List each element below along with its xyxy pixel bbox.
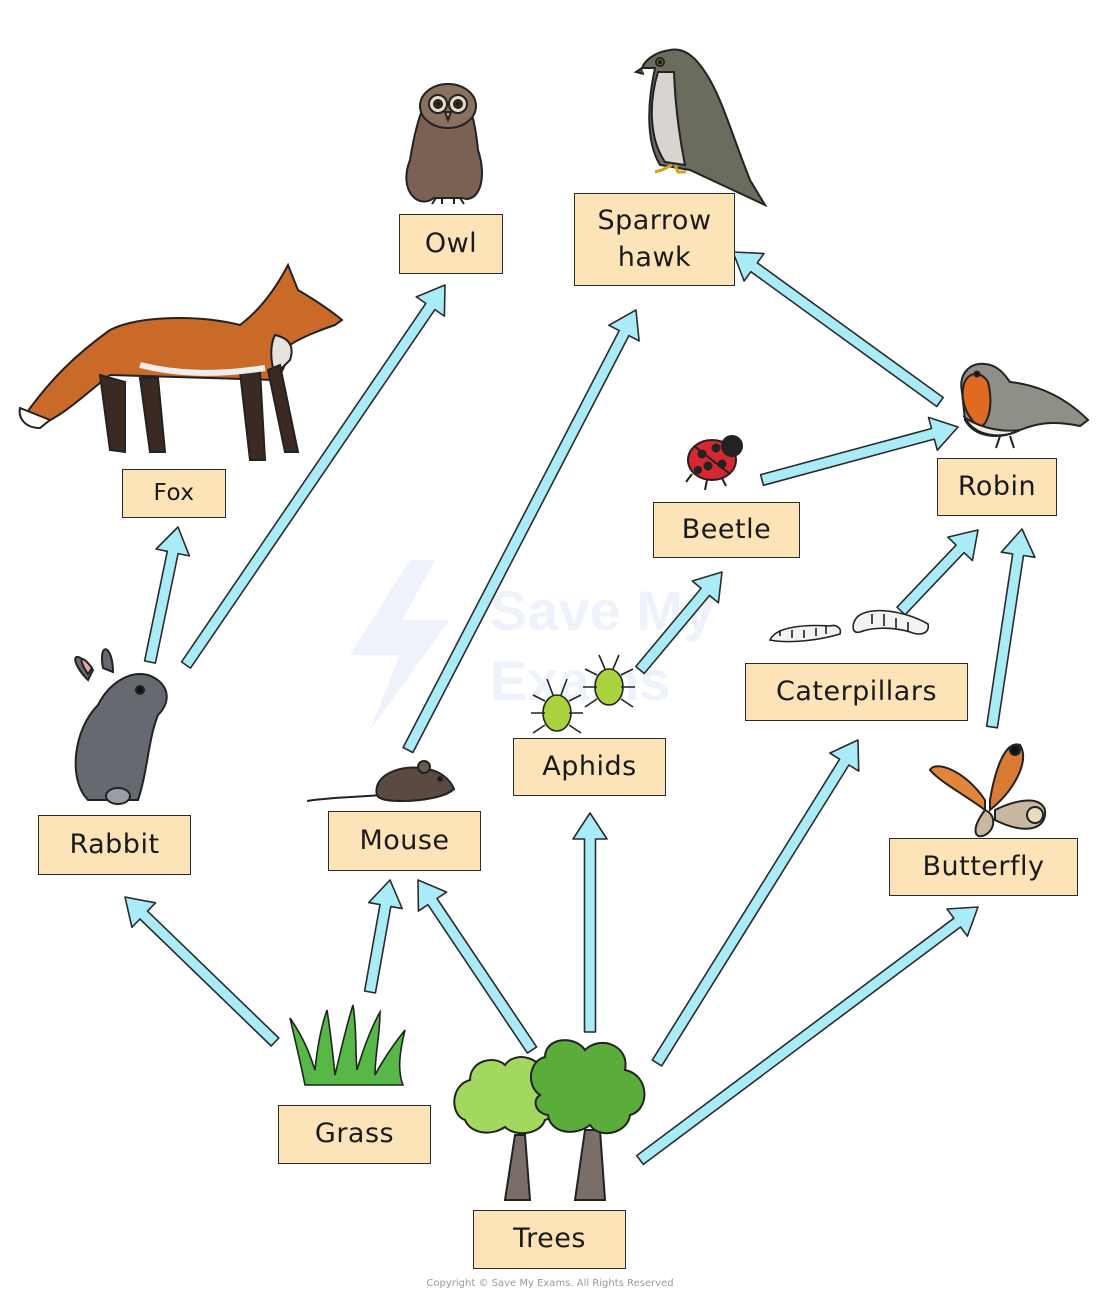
label-trees: Trees	[473, 1210, 626, 1269]
arrow-rabbit-to-owl	[180, 284, 446, 669]
fox-icon	[18, 262, 344, 461]
label-butterfly: Butterfly	[889, 838, 1078, 896]
aphids-icon	[531, 654, 635, 734]
label-caterpillars: Caterpillars	[745, 663, 968, 721]
arrow-butterfly-to-robin	[985, 528, 1036, 729]
label-grass: Grass	[278, 1105, 431, 1164]
label-beetle: Beetle	[653, 502, 800, 558]
arrow-trees-to-butterfly	[635, 906, 979, 1166]
arrow-beetle-to-robin	[759, 416, 959, 487]
arrow-trees-to-mouse	[417, 879, 538, 1054]
caterpillars-icon	[768, 609, 930, 643]
label-rabbit: Rabbit	[38, 815, 191, 875]
beetle-icon	[685, 435, 743, 491]
arrow-grass-to-mouse	[363, 879, 404, 994]
mouse-icon	[306, 760, 456, 803]
robin-icon	[960, 362, 1090, 449]
watermark-line2: Exams	[490, 649, 671, 712]
arrow-caterpillars-to-robin	[896, 529, 979, 616]
arrow-robin-to-sparrowhawk	[732, 251, 945, 408]
arrow-rabbit-to-fox	[143, 526, 191, 664]
butterfly-icon	[928, 743, 1047, 838]
label-robin: Robin	[937, 458, 1057, 516]
arrow-mouse-to-sparrowhawk	[402, 309, 640, 754]
label-owl: Owl	[399, 214, 503, 274]
grass-icon	[289, 1004, 406, 1086]
arrow-aphids-to-beetle	[634, 571, 723, 675]
arrow-grass-to-rabbit	[124, 896, 280, 1047]
owl-icon	[405, 83, 483, 205]
sparrowhawk-icon	[633, 48, 768, 208]
copyright-text: Copyright © Save My Exams. All Rights Re…	[426, 1278, 674, 1289]
label-fox: Fox	[122, 469, 226, 518]
rabbit-icon	[74, 648, 168, 805]
arrow-trees-to-aphids	[572, 812, 608, 1033]
label-sparrowhawk: Sparrow hawk	[574, 193, 735, 286]
arrow-trees-to-caterpillars	[651, 739, 860, 1067]
label-mouse: Mouse	[328, 811, 481, 871]
trees-icon	[453, 1039, 646, 1201]
label-aphids: Aphids	[513, 738, 666, 796]
